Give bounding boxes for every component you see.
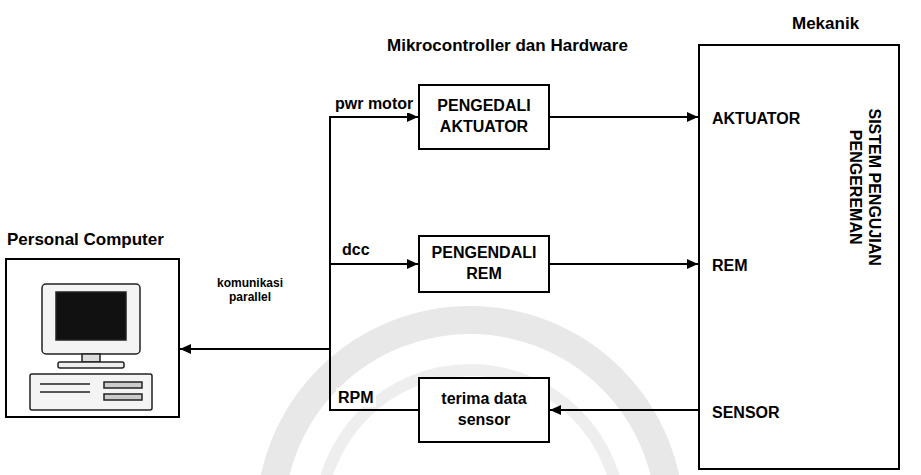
signal-connector <box>180 259 418 349</box>
box-label: PENGENDALI REM <box>426 243 542 285</box>
box-label: terima data sensor <box>426 389 542 431</box>
part-label: REM <box>712 256 748 275</box>
signal-connector <box>550 259 698 269</box>
signal-name: RPM <box>336 388 376 407</box>
arrow-head <box>407 112 418 122</box>
connector-line <box>550 116 698 118</box>
signal-connector <box>550 405 698 415</box>
vertical-title: SISTEM PENGUJIAN PENGEREMAN <box>845 100 883 275</box>
arrow-head <box>687 259 698 269</box>
signal-connector <box>180 344 418 410</box>
arrow-head <box>687 112 698 122</box>
box-text-group: PENGENDALI REM <box>426 243 542 285</box>
box-label: PENGEDALI AKTUATOR <box>426 96 542 138</box>
frame-heading: Personal Computer <box>7 230 164 250</box>
connector-line <box>180 349 418 410</box>
group-heading: Mikrocontroller dan Hardware <box>385 36 630 56</box>
arrow-head <box>180 344 191 354</box>
controller-box: PENGEDALI AKTUATOR <box>418 84 550 150</box>
arrow-head <box>407 259 418 269</box>
mechanical-system-box: MekanikAKTUATORREMSENSORSISTEM PENGUJIAN… <box>698 44 900 470</box>
box-text-group: terima data sensor <box>426 389 542 431</box>
link-label: komunikasi parallel <box>212 276 288 305</box>
computer-frame: Personal Computer <box>5 258 180 418</box>
connector-line <box>180 117 418 349</box>
signal-connector <box>550 112 698 122</box>
part-label: AKTUATOR <box>712 109 800 128</box>
signal-connector <box>180 112 418 349</box>
signal-name: pwr motor <box>333 94 415 113</box>
connector-line <box>550 263 698 265</box>
box-text-group: PENGEDALI AKTUATOR <box>426 96 542 138</box>
connector-line <box>550 409 698 411</box>
controller-box: PENGENDALI REM <box>418 235 550 293</box>
receiver-box: terima data sensor <box>418 377 550 443</box>
computer-illustration <box>30 284 152 410</box>
connector-line <box>180 264 418 349</box>
part-label: SENSOR <box>712 403 780 422</box>
signal-name: dcc <box>340 240 372 259</box>
frame-heading: Mekanik <box>792 14 859 34</box>
arrow-head <box>550 405 561 415</box>
